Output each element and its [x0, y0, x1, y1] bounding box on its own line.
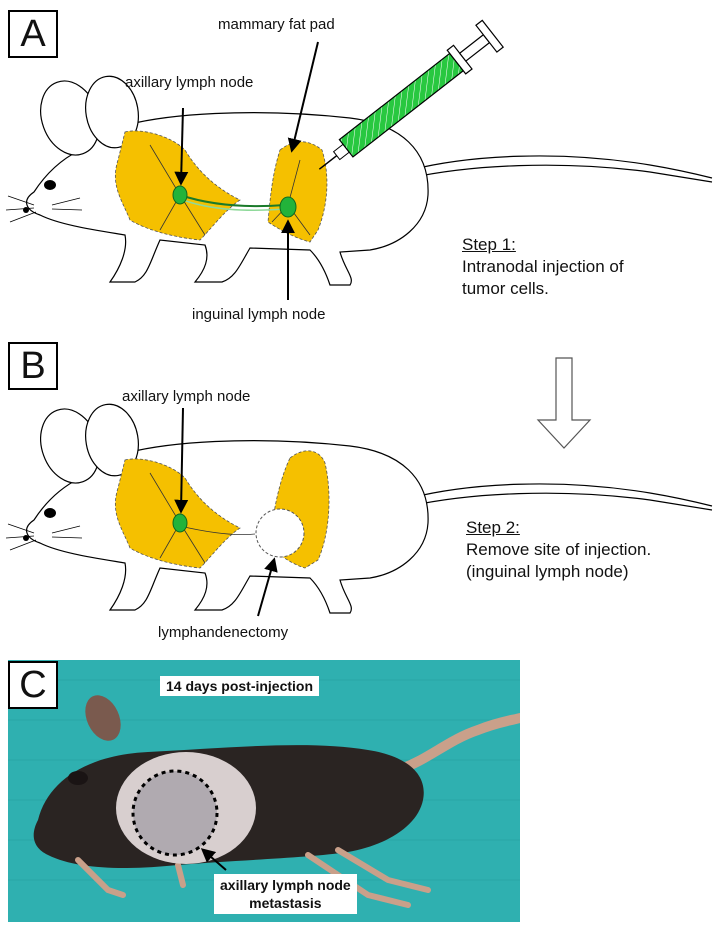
panel-c-title: 14 days post-injection	[160, 676, 319, 696]
metastasis-circle	[133, 771, 217, 855]
down-arrow	[538, 358, 590, 448]
mouse-a-eye	[44, 180, 56, 190]
step-1-text: Step 1: Intranodal injection of tumor ce…	[462, 234, 624, 300]
step-2-title: Step 2:	[466, 517, 651, 539]
mouse-b	[6, 400, 712, 616]
step-1-title: Step 1:	[462, 234, 624, 256]
axillary-lymph-node-a	[173, 186, 187, 204]
step-1-line1: Intranodal injection of	[462, 256, 624, 278]
caption-line2: metastasis	[220, 894, 351, 912]
caption-line1: axillary lymph node	[220, 876, 351, 894]
axillary-lymph-node-b	[173, 514, 187, 532]
step-1-line2: tumor cells.	[462, 278, 624, 300]
label-inguinal-lymph-node: inguinal lymph node	[192, 306, 325, 323]
label-mammary-fat-pad: mammary fat pad	[218, 16, 335, 33]
step-2-line1: Remove site of injection.	[466, 539, 651, 561]
panel-c-label: C	[8, 661, 58, 709]
label-axillary-lymph-node-a: axillary lymph node	[125, 74, 253, 91]
excision-site	[256, 509, 304, 557]
inguinal-lymph-node-a	[280, 197, 296, 217]
step-2-text: Step 2: Remove site of injection. (ingui…	[466, 517, 651, 583]
label-axillary-lymph-node-b: axillary lymph node	[122, 388, 250, 405]
panel-c-caption: axillary lymph node metastasis	[214, 874, 357, 914]
label-lymphandenectomy: lymphandenectomy	[158, 624, 288, 641]
step-2-line2: (inguinal lymph node)	[466, 561, 651, 583]
